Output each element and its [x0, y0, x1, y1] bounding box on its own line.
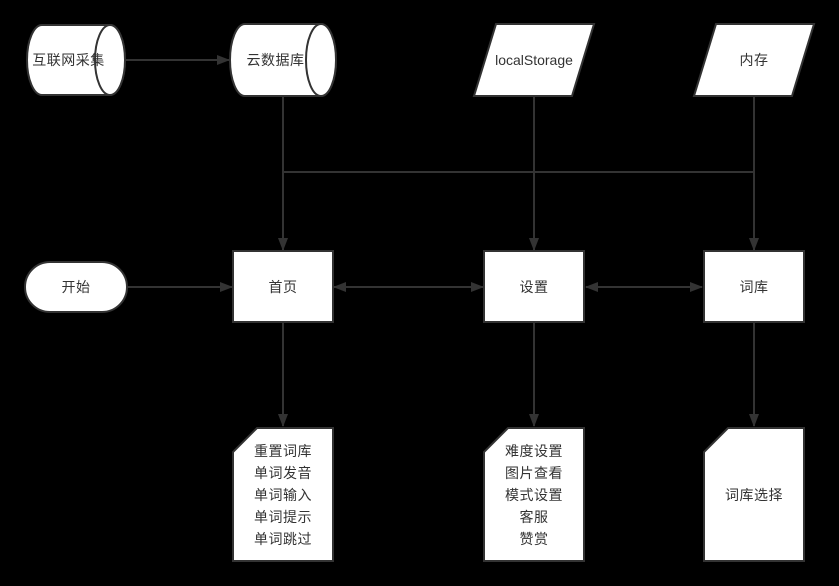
memory-parallelogram-shape — [692, 23, 816, 97]
internet-collect-cylinder-shape — [26, 24, 126, 96]
home-rect-shape — [232, 250, 334, 323]
settings-rect-shape — [483, 250, 585, 323]
lexicon-features-card-shape — [703, 427, 805, 562]
cloud-db-cylinder-shape — [229, 23, 337, 97]
localstorage-parallelogram-shape — [472, 23, 596, 97]
start-terminator-shape — [24, 261, 128, 313]
settings-features-card-shape — [483, 427, 585, 562]
home-features-card-shape — [232, 427, 334, 562]
lexicon-rect-shape — [703, 250, 805, 323]
